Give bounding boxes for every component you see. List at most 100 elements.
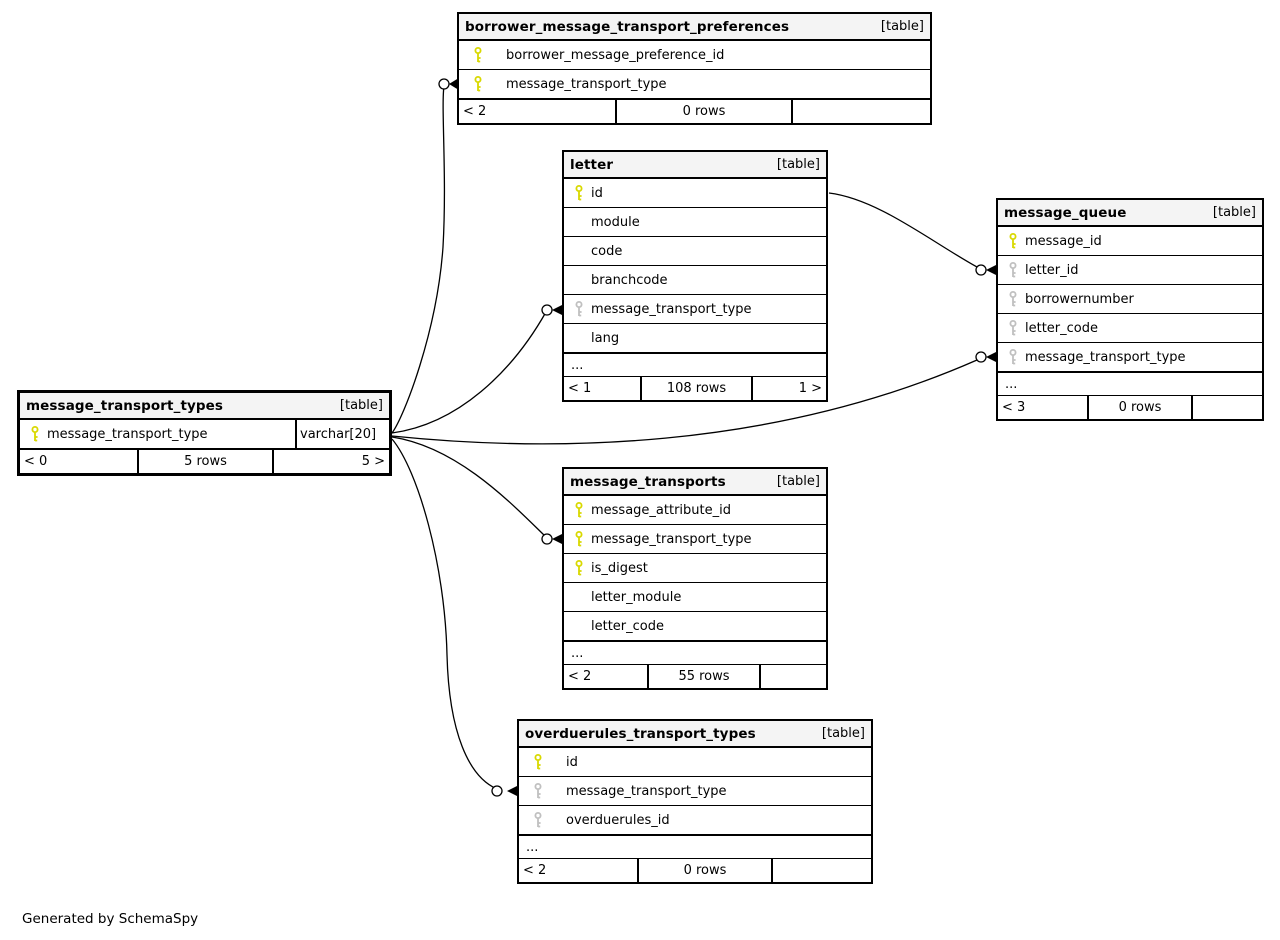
footer-row-count: 5 rows	[137, 450, 272, 473]
footer-parents-count: < 3	[1002, 400, 1026, 415]
primary-key-icon	[1009, 233, 1017, 249]
table-row: letter_code	[564, 611, 826, 640]
column-name: message_transport_type	[47, 426, 208, 442]
footer-children-count: 1 >	[751, 377, 826, 400]
column-name: lang	[591, 330, 620, 346]
table-row: message_transport_type	[998, 342, 1262, 371]
table-row: message_transport_type	[564, 524, 826, 553]
footer-row-count: 0 rows	[615, 100, 791, 123]
table-name: message_queue	[1004, 204, 1127, 221]
edge-arrowhead-icon	[552, 304, 563, 316]
column-name: message_id	[1025, 233, 1102, 249]
footer-children-count	[1191, 396, 1262, 419]
column-name: overduerules_id	[566, 812, 670, 828]
table-name: message_transports	[570, 473, 726, 490]
table-row: id	[519, 748, 871, 776]
column-name: id	[566, 754, 578, 770]
column-name: message_transport_type	[566, 783, 727, 799]
table-row: borrowernumber	[998, 284, 1262, 313]
table-type-tag: [table]	[821, 726, 865, 741]
foreign-key-icon	[1009, 349, 1017, 365]
column-name: is_digest	[591, 560, 648, 576]
table-node-borrower-message-transport-preferences[interactable]: borrower_message_transport_preferences […	[457, 12, 932, 125]
table-footer: < 2 0 rows	[519, 858, 871, 882]
foreign-key-icon	[575, 301, 583, 317]
generator-note: Generated by SchemaSpy	[22, 911, 199, 927]
table-header: overduerules_transport_types [table]	[519, 721, 871, 748]
table-header: message_queue [table]	[998, 200, 1262, 227]
column-name: letter_code	[591, 618, 664, 634]
table-row: code	[564, 236, 826, 265]
edge-line	[828, 192, 978, 268]
table-row: message_transport_type	[564, 294, 826, 323]
edge-circle-terminator-icon	[541, 533, 553, 545]
table-row: message_transport_type varchar[20]	[20, 420, 389, 448]
column-name: message_transport_type	[506, 76, 667, 92]
footer-parents-count: < 0	[24, 454, 48, 469]
footer-row-count: 0 rows	[637, 859, 771, 882]
table-node-message-transports[interactable]: message_transports [table] message_attri…	[562, 467, 828, 690]
column-type: varchar[20]	[295, 420, 389, 448]
column-name: module	[591, 214, 640, 230]
edge-circle-terminator-icon	[438, 78, 450, 90]
footer-row-count: 55 rows	[647, 665, 759, 688]
footer-children-count	[771, 859, 871, 882]
table-row: letter_id	[998, 255, 1262, 284]
footer-parents-count: < 1	[568, 381, 592, 396]
column-name: message_attribute_id	[591, 502, 731, 518]
table-name: letter	[570, 156, 614, 173]
table-type-tag: [table]	[880, 19, 924, 34]
table-type-tag: [table]	[1212, 205, 1256, 220]
primary-key-icon	[474, 76, 482, 92]
table-footer: < 1 108 rows 1 >	[564, 376, 826, 400]
table-row: branchcode	[564, 265, 826, 294]
foreign-key-icon	[1009, 320, 1017, 336]
column-name: letter_code	[1025, 320, 1098, 336]
edge-line	[391, 438, 498, 790]
foreign-key-icon	[534, 812, 542, 828]
column-name: branchcode	[591, 272, 668, 288]
edge-mtt-to-borrower-preferences	[391, 78, 458, 434]
table-row: module	[564, 207, 826, 236]
primary-key-icon	[575, 560, 583, 576]
more-columns-ellipsis: ...	[998, 371, 1262, 395]
edge-arrowhead-icon	[449, 78, 458, 90]
column-name: id	[591, 185, 603, 201]
table-header: borrower_message_transport_preferences […	[459, 14, 930, 41]
edge-arrowhead-icon	[552, 533, 563, 545]
table-name: borrower_message_transport_preferences	[465, 18, 790, 35]
edge-arrowhead-icon	[507, 785, 518, 797]
footer-parents-count: < 2	[523, 863, 547, 878]
table-row: message_id	[998, 227, 1262, 255]
foreign-key-icon	[1009, 291, 1017, 307]
table-row: message_attribute_id	[564, 496, 826, 524]
table-name: message_transport_types	[26, 397, 224, 414]
edge-line	[391, 85, 446, 434]
table-header: letter [table]	[564, 152, 826, 179]
table-footer: < 2 55 rows	[564, 664, 826, 688]
primary-key-icon	[575, 185, 583, 201]
table-row: message_transport_type	[519, 776, 871, 805]
table-row: is_digest	[564, 553, 826, 582]
edge-mtt-to-message-queue	[391, 351, 997, 445]
table-node-letter[interactable]: letter [table] id module code branchcode…	[562, 150, 828, 402]
footer-parents-count: < 2	[463, 104, 487, 119]
column-name: letter_id	[1025, 262, 1079, 278]
footer-row-count: 0 rows	[1087, 396, 1191, 419]
edge-line	[391, 436, 547, 538]
table-footer: < 2 0 rows	[459, 98, 930, 123]
table-node-overduerules-transport-types[interactable]: overduerules_transport_types [table] id …	[517, 719, 873, 884]
column-name: code	[591, 243, 623, 259]
column-name: borrowernumber	[1025, 291, 1134, 307]
edge-circle-terminator-icon	[541, 304, 553, 316]
more-columns-ellipsis: ...	[564, 640, 826, 664]
edge-mtt-to-letter	[391, 304, 563, 434]
column-name: letter_module	[591, 589, 682, 605]
table-node-message-transport-types[interactable]: message_transport_types [table] message_…	[17, 390, 392, 476]
footer-row-count: 108 rows	[640, 377, 751, 400]
column-name: borrower_message_preference_id	[506, 47, 725, 63]
table-row: letter_module	[564, 582, 826, 611]
column-name: message_transport_type	[591, 531, 752, 547]
table-node-message-queue[interactable]: message_queue [table] message_id letter_…	[996, 198, 1264, 421]
